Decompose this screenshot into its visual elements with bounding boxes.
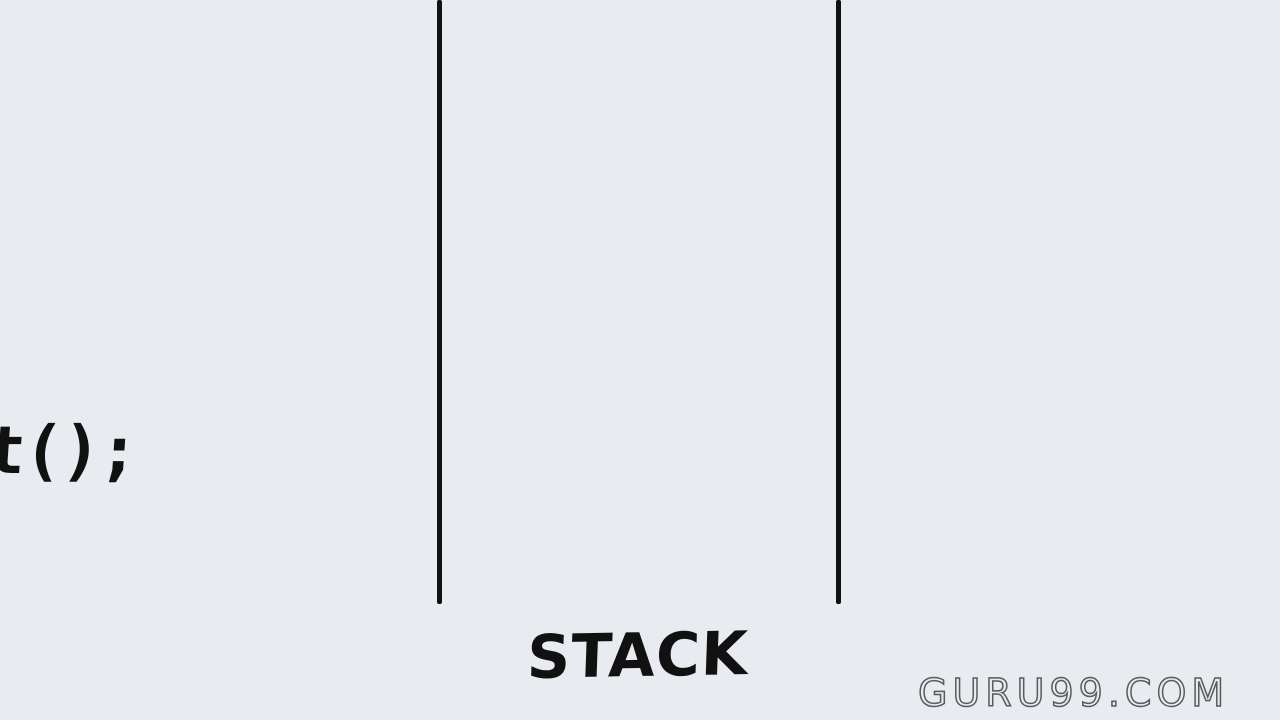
stack-right-wall bbox=[836, 0, 841, 604]
stack-left-wall bbox=[437, 0, 442, 604]
code-fragment-text: t(); bbox=[0, 412, 140, 489]
watermark-logo: GURU99.COM bbox=[917, 671, 1230, 715]
stack-label: STACK bbox=[525, 619, 750, 693]
